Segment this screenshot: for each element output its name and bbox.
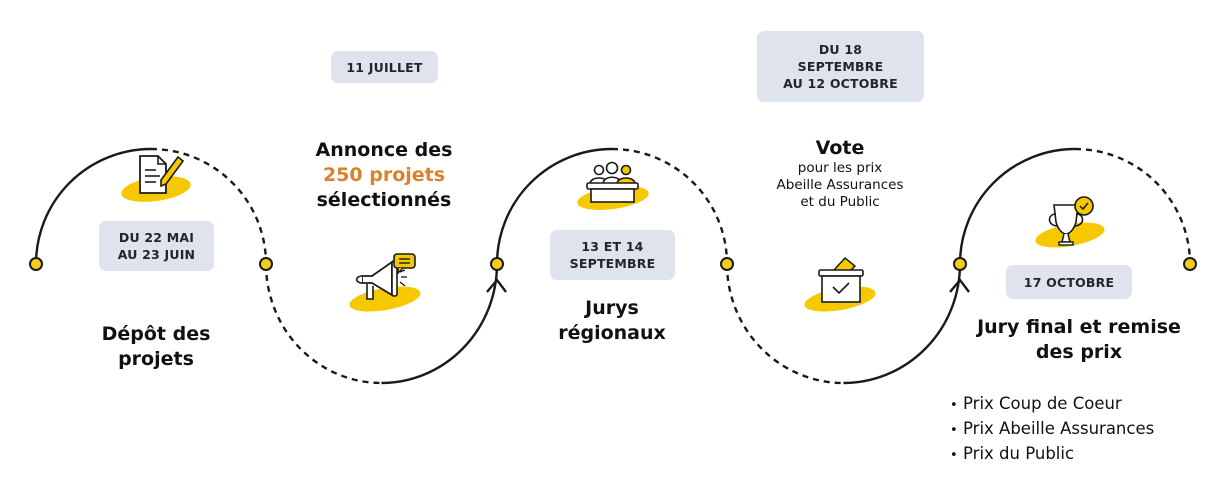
timeline-dot — [953, 257, 967, 271]
subtitle-line: Abeille Assurances — [776, 177, 904, 193]
subtitle-line: pour les prix — [797, 160, 883, 176]
step-title-vote: Vote — [815, 137, 865, 159]
date-line: AU 23 JUIN — [117, 247, 196, 262]
title-line: des prix — [1035, 341, 1123, 363]
date-badge-jury-final: 17 OCTOBRE — [1006, 265, 1132, 299]
title-line: Jurys — [585, 297, 639, 319]
prize-list: Prix Coup de Coeur Prix Abeille Assuranc… — [950, 392, 1154, 467]
trophy-check-icon — [1035, 196, 1105, 248]
megaphone-icon — [349, 253, 421, 312]
subtitle-line: et du Public — [800, 194, 880, 210]
title-line: sélectionnés — [316, 189, 452, 211]
step-title-depot: Dépôt des projets — [56, 322, 256, 372]
title-accent: 250 projets — [322, 164, 446, 186]
date-line: DU 18 — [818, 42, 863, 57]
arrowhead-2 — [949, 278, 970, 293]
date-line: 13 ET 14 — [581, 239, 644, 254]
arc-step3-solid — [495, 147, 613, 265]
date-line: SEPTEMBRE — [569, 256, 656, 271]
timeline-dot — [720, 257, 734, 271]
title-line: régionaux — [558, 322, 666, 344]
title-line: Annonce des — [315, 139, 453, 161]
prize-item: Prix Coup de Coeur — [950, 392, 1154, 417]
arc-step1-solid — [34, 147, 152, 265]
prize-item: Prix Abeille Assurances — [950, 417, 1154, 442]
arc-step3-dashed — [611, 147, 729, 265]
arrowhead-1 — [486, 278, 507, 293]
arc-step2-dashed — [264, 263, 382, 385]
arc-step1-dashed — [150, 147, 268, 265]
date-badge-annonce: 11 JUILLET — [331, 51, 438, 83]
arc-step5-solid — [958, 147, 1076, 265]
timeline-dot — [490, 257, 504, 271]
arc-step4-dashed — [725, 263, 844, 385]
date-line: DU 22 MAI — [118, 230, 195, 245]
date-badge-vote: DU 18 SEPTEMBRE AU 12 OCTOBRE — [757, 31, 924, 102]
arc-step4-solid — [843, 263, 962, 385]
timeline-dot — [259, 257, 273, 271]
step-subtitle-vote: pour les prix Abeille Assurances et du P… — [740, 160, 940, 211]
jury-panel-icon — [577, 161, 649, 210]
prize-item: Prix du Public — [950, 442, 1154, 467]
date-badge-depot: DU 22 MAI AU 23 JUIN — [99, 221, 214, 271]
step-title-jury-final: Jury final et remise des prix — [954, 315, 1204, 365]
title-line: projets — [118, 348, 194, 370]
step-title-jurys-regionaux: Jurys régionaux — [512, 296, 712, 346]
date-badge-jurys-regionaux: 13 ET 14 SEPTEMBRE — [550, 230, 675, 280]
date-line: SEPTEMBRE — [797, 59, 884, 74]
date-line: 17 OCTOBRE — [1023, 274, 1115, 290]
ballot-box-icon — [804, 256, 876, 312]
date-line: AU 12 OCTOBRE — [783, 76, 898, 91]
title-line: Dépôt des — [101, 323, 211, 345]
timeline-dot — [29, 257, 43, 271]
document-pencil-icon — [121, 155, 191, 202]
arc-step2-solid — [381, 263, 499, 385]
date-line: 11 JUILLET — [346, 59, 423, 75]
step-title-annonce: Annonce des 250 projets sélectionnés — [284, 138, 484, 213]
title-line: Jury final et remise — [977, 316, 1181, 338]
timeline-dot — [1183, 257, 1197, 271]
arc-step5-dashed — [1074, 147, 1192, 265]
